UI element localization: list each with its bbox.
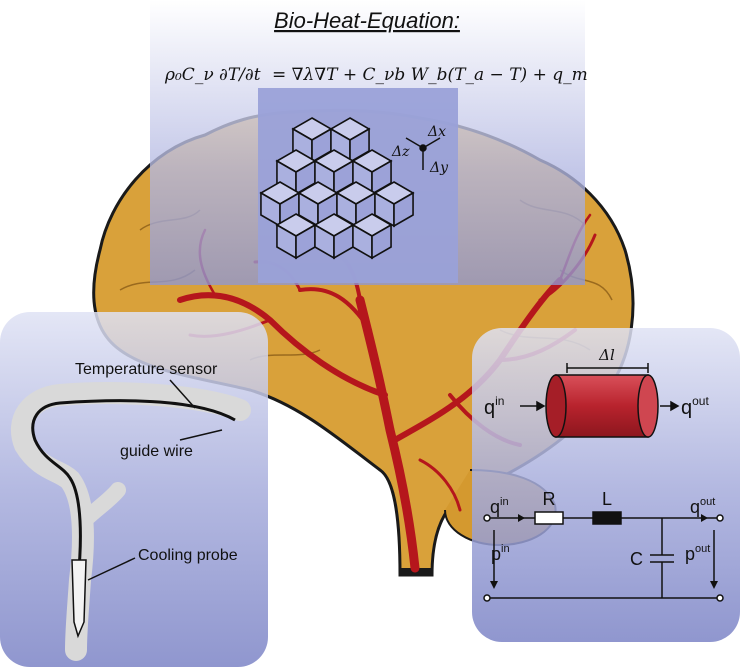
resistor-label: R xyxy=(543,489,556,509)
circuit-q-in: qin xyxy=(490,496,509,517)
inductor-label: L xyxy=(602,489,612,509)
vessel-length-label: Δl xyxy=(598,346,615,364)
circuit-arrows xyxy=(490,514,718,589)
vessel-cylinder xyxy=(545,374,659,438)
circuit-panel: Δl qin qout xyxy=(472,328,740,642)
equation-title: Bio-Heat-Equation: xyxy=(274,8,460,33)
guide-wire-line xyxy=(31,399,236,581)
voxel-cubes xyxy=(259,117,415,260)
cooling-probe-tip xyxy=(71,559,87,639)
probe-label-arrows xyxy=(87,379,223,581)
circuit-p-in: pin xyxy=(491,543,510,564)
inductor-symbol xyxy=(592,511,622,525)
equation-panel: Bio-Heat-Equation: ρ₀C_ν ∂T/∂t = ∇λ∇T + … xyxy=(150,0,588,285)
axis-dy-label: Δy xyxy=(429,160,449,176)
axis-dx-label: Δx xyxy=(427,124,446,140)
axis-dz-label: Δz xyxy=(391,144,410,160)
vessel-q-out: qout xyxy=(681,394,709,419)
equation-rhs: = ∇λ∇T + C_νb W_b(T_a − T) + q_m xyxy=(272,65,588,85)
label-temperature-sensor: Temperature sensor xyxy=(75,361,218,378)
circuit-q-out: qout xyxy=(690,496,715,517)
probe-panel: Temperature sensor guide wire Cooling pr… xyxy=(0,312,268,667)
vessel-arrows xyxy=(520,400,680,412)
label-guide-wire: guide wire xyxy=(120,443,193,460)
resistor-symbol xyxy=(534,511,564,525)
catheter-branch xyxy=(77,482,126,528)
label-cooling-probe: Cooling probe xyxy=(138,547,238,564)
voxel-face xyxy=(371,223,392,260)
capacitor-label: C xyxy=(630,549,643,569)
equation-lhs: ρ₀C_ν ∂T/∂t xyxy=(164,65,261,85)
length-bracket xyxy=(566,363,649,373)
circuit-p-out: pout xyxy=(685,543,710,564)
vessel-q-in: qin xyxy=(484,394,504,419)
voxel-face xyxy=(393,191,414,228)
axis-triad xyxy=(405,137,441,170)
